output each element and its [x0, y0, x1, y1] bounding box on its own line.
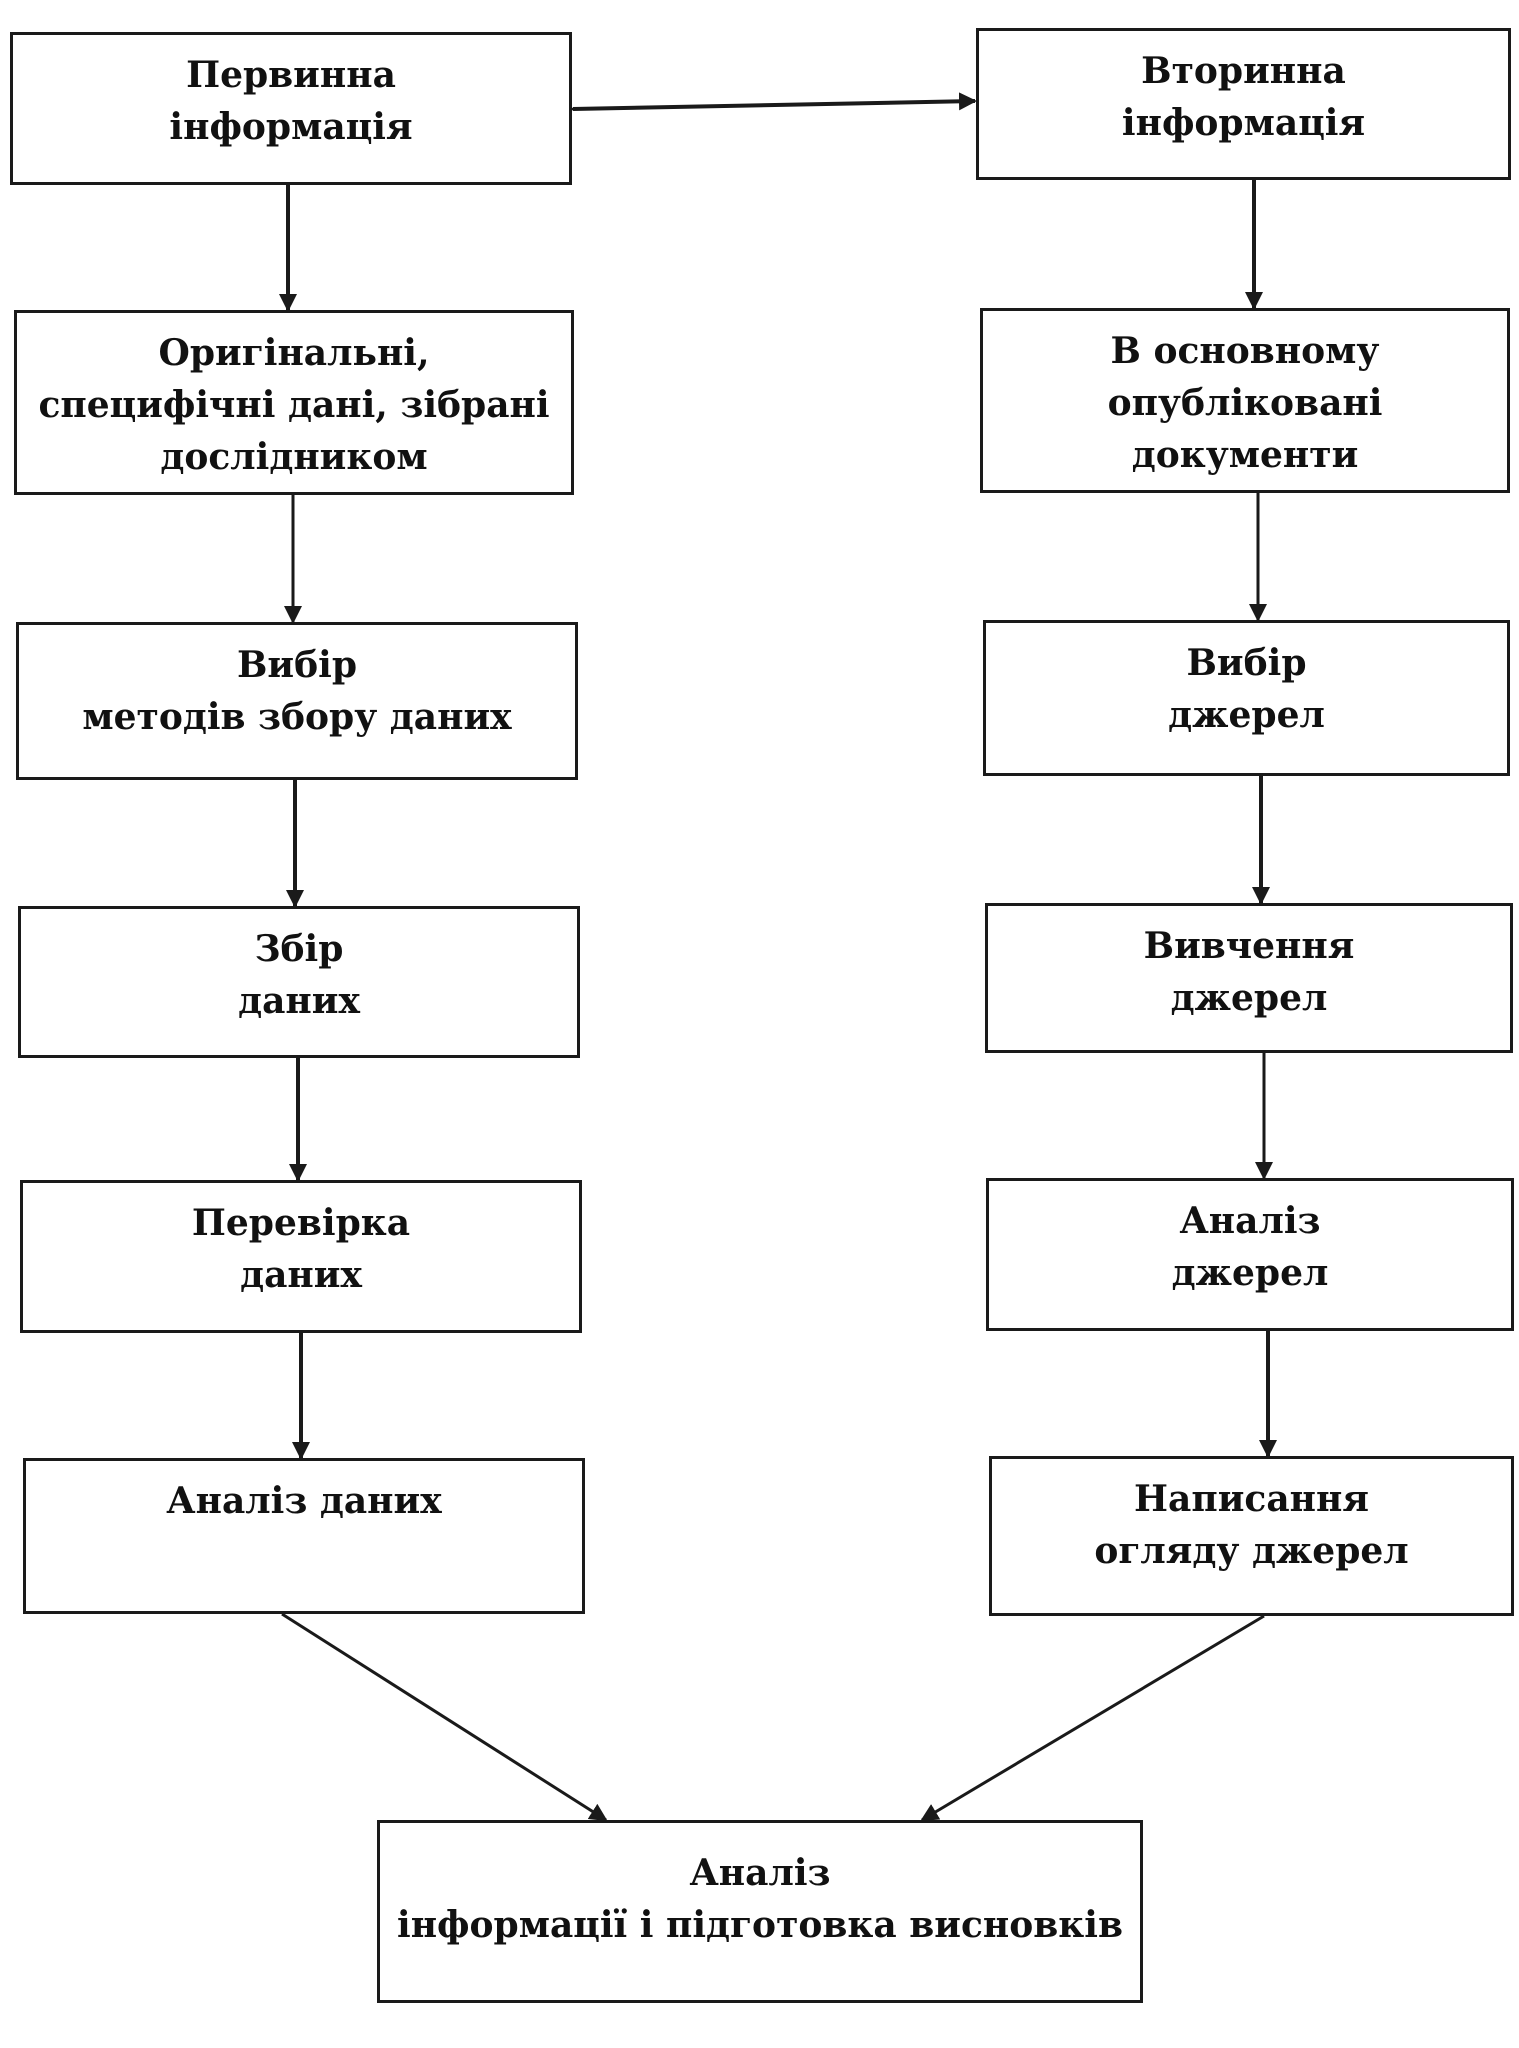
- box-label-line: В основному: [1110, 330, 1380, 372]
- box-label-line: Написання: [1134, 1478, 1369, 1520]
- box-label-line: опубліковані: [1107, 382, 1383, 424]
- box-label-line: Оригінальні,: [158, 332, 430, 374]
- choose-methods-box: Вибір методів збору даних: [16, 622, 578, 780]
- box-label-line: специфічні дані, зібрані: [38, 384, 550, 426]
- bidirectional-arrow: [556, 92, 977, 119]
- primary-info-box: Первинна інформація: [10, 32, 572, 185]
- arrow-secondary-to-final: [920, 1614, 1265, 1822]
- data-collection-box: Збір даних: [18, 906, 580, 1058]
- box-label-line: Вибір: [237, 644, 357, 686]
- box-label-line: Перевірка: [191, 1202, 411, 1244]
- box-label-line: Вивчення: [1143, 925, 1355, 967]
- box-label-line: джерел: [1168, 694, 1325, 736]
- arrow-primary-to-final: [281, 1612, 608, 1822]
- data-analysis-box: Аналіз даних: [23, 1458, 585, 1614]
- box-label-line: інформація: [1121, 102, 1366, 144]
- box-label-line: документи: [1131, 434, 1359, 476]
- original-data-box: Оригінальні, специфічні дані, зібрані до…: [14, 310, 574, 495]
- box-label-line: даних: [238, 980, 360, 1022]
- box-label-line: даних: [240, 1254, 362, 1296]
- choose-sources-box: Вибір джерел: [983, 620, 1510, 776]
- box-label-line: Збір: [254, 928, 344, 970]
- box-label-line: інформація: [169, 106, 413, 148]
- box-label-line: Вторинна: [1141, 50, 1346, 92]
- box-label-line: огляду джерел: [1094, 1530, 1409, 1572]
- box-label-line: Аналіз: [689, 1852, 831, 1894]
- box-label-line: Вибір: [1186, 642, 1307, 684]
- data-verification-box: Перевірка даних: [20, 1180, 582, 1333]
- box-label-line: інформації і підготовка висновків: [397, 1904, 1123, 1946]
- box-label-line: Аналіз: [1179, 1200, 1321, 1242]
- analyze-sources-box: Аналіз джерел: [986, 1178, 1514, 1331]
- box-label-line: джерел: [1171, 1252, 1329, 1294]
- box-label-line: джерел: [1170, 977, 1328, 1019]
- study-sources-box: Вивчення джерел: [985, 903, 1513, 1053]
- published-documents-box: В основному опубліковані документи: [980, 308, 1510, 493]
- box-label-line: Аналіз даних: [166, 1480, 442, 1522]
- final-analysis-box: Аналіз інформації і підготовка висновків: [377, 1820, 1143, 2003]
- write-review-box: Написання огляду джерел: [989, 1456, 1514, 1616]
- box-label-line: методів збору даних: [82, 696, 512, 738]
- box-label-line: Первинна: [186, 54, 396, 96]
- secondary-info-box: Вторинна інформація: [976, 28, 1511, 180]
- box-label-line: дослідником: [160, 436, 428, 478]
